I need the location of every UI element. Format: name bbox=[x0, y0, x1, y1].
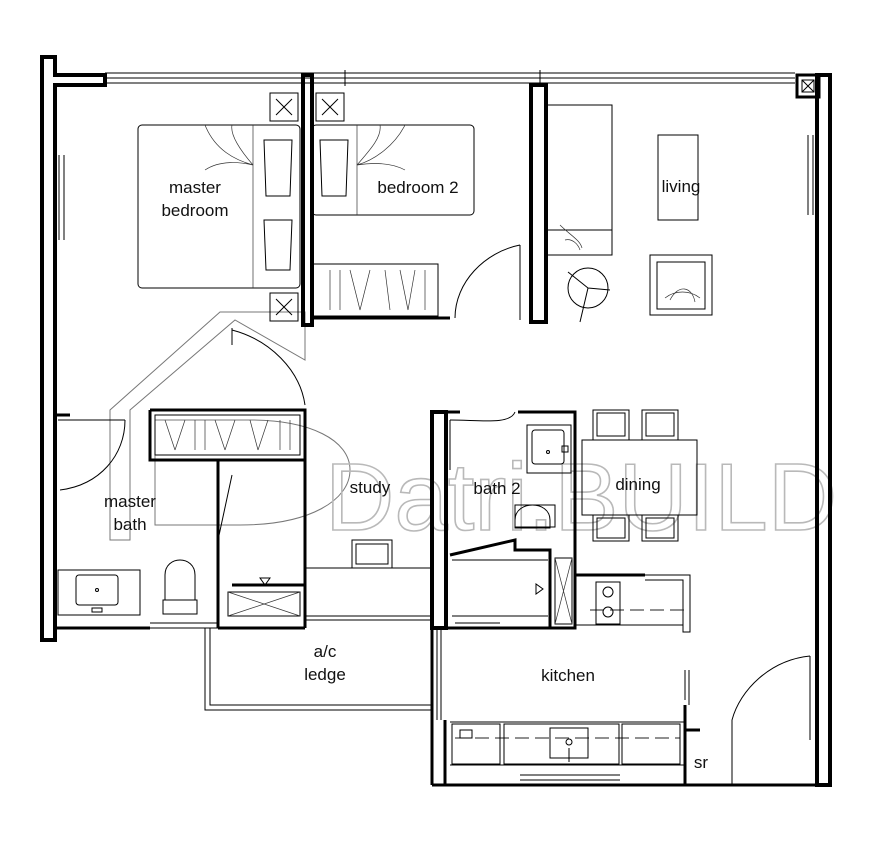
sink-icon bbox=[549, 727, 589, 762]
fan-icon bbox=[567, 267, 611, 323]
column-marker-icon bbox=[795, 73, 821, 99]
window-right bbox=[807, 135, 814, 215]
sink-icon bbox=[526, 424, 572, 474]
counter-top bbox=[575, 573, 691, 633]
label-bedroom-2: bedroom 2 bbox=[377, 178, 458, 197]
window-bottom-left bbox=[150, 622, 218, 629]
label-store-room: sr bbox=[694, 753, 709, 772]
door-swing-icon bbox=[231, 328, 306, 406]
window-left bbox=[58, 155, 65, 240]
door-swing-icon bbox=[449, 411, 516, 470]
chair-icon bbox=[592, 409, 679, 542]
label-kitchen: kitchen bbox=[541, 666, 595, 685]
wardrobe-icon bbox=[154, 414, 301, 456]
door-swing-icon bbox=[731, 655, 811, 785]
bed-icon bbox=[311, 124, 475, 216]
table-icon bbox=[581, 439, 698, 516]
bed-icon bbox=[137, 124, 301, 289]
wardrobe-icon bbox=[312, 263, 439, 317]
pillow-icon bbox=[263, 139, 293, 271]
watermark: Datri.BUILD bbox=[109, 311, 838, 552]
window-kitchen bbox=[436, 628, 620, 781]
sink-icon bbox=[57, 569, 141, 616]
window-top bbox=[105, 70, 795, 86]
label-living: living bbox=[662, 177, 701, 196]
door-swing-icon bbox=[217, 470, 233, 541]
outer-walls bbox=[40, 55, 832, 787]
watermark-house-outline bbox=[109, 311, 351, 541]
label-ac-ledge-line1: a/c bbox=[314, 642, 337, 661]
label-ac-ledge-line2: ledge bbox=[304, 665, 346, 684]
store-door bbox=[684, 670, 690, 705]
door-swing-icon bbox=[58, 419, 126, 491]
label-master-bedroom-line2: bedroom bbox=[161, 201, 228, 220]
column-marker-icon bbox=[269, 92, 345, 322]
room-labels: master bedroom bedroom 2 living study ba… bbox=[104, 177, 708, 772]
table-icon bbox=[657, 134, 699, 221]
label-master-bedroom-line1: master bbox=[169, 178, 221, 197]
chair-icon bbox=[351, 539, 393, 569]
label-study: study bbox=[350, 478, 391, 497]
stove-icon bbox=[595, 581, 621, 625]
store-outline bbox=[452, 559, 548, 624]
label-master-bath-line2: bath bbox=[113, 515, 146, 534]
pillow-icon bbox=[319, 139, 349, 197]
label-master-bath-line1: master bbox=[104, 492, 156, 511]
door-swing-icon bbox=[454, 244, 521, 320]
ac-ledge-outline bbox=[204, 619, 432, 711]
wardrobe-icon bbox=[535, 557, 573, 625]
toilet-icon bbox=[162, 559, 198, 615]
toilet-icon bbox=[514, 504, 556, 529]
wardrobe-icon bbox=[227, 577, 301, 617]
watermark-text: Datri.BUILD bbox=[325, 444, 837, 551]
table-icon bbox=[305, 567, 432, 617]
kitchen-counter-bottom bbox=[450, 721, 685, 766]
label-dining: dining bbox=[615, 475, 660, 494]
interior-walls bbox=[55, 73, 700, 785]
armchair-icon bbox=[649, 254, 713, 316]
label-bath-2: bath 2 bbox=[473, 479, 520, 498]
sofa-icon bbox=[546, 104, 613, 256]
